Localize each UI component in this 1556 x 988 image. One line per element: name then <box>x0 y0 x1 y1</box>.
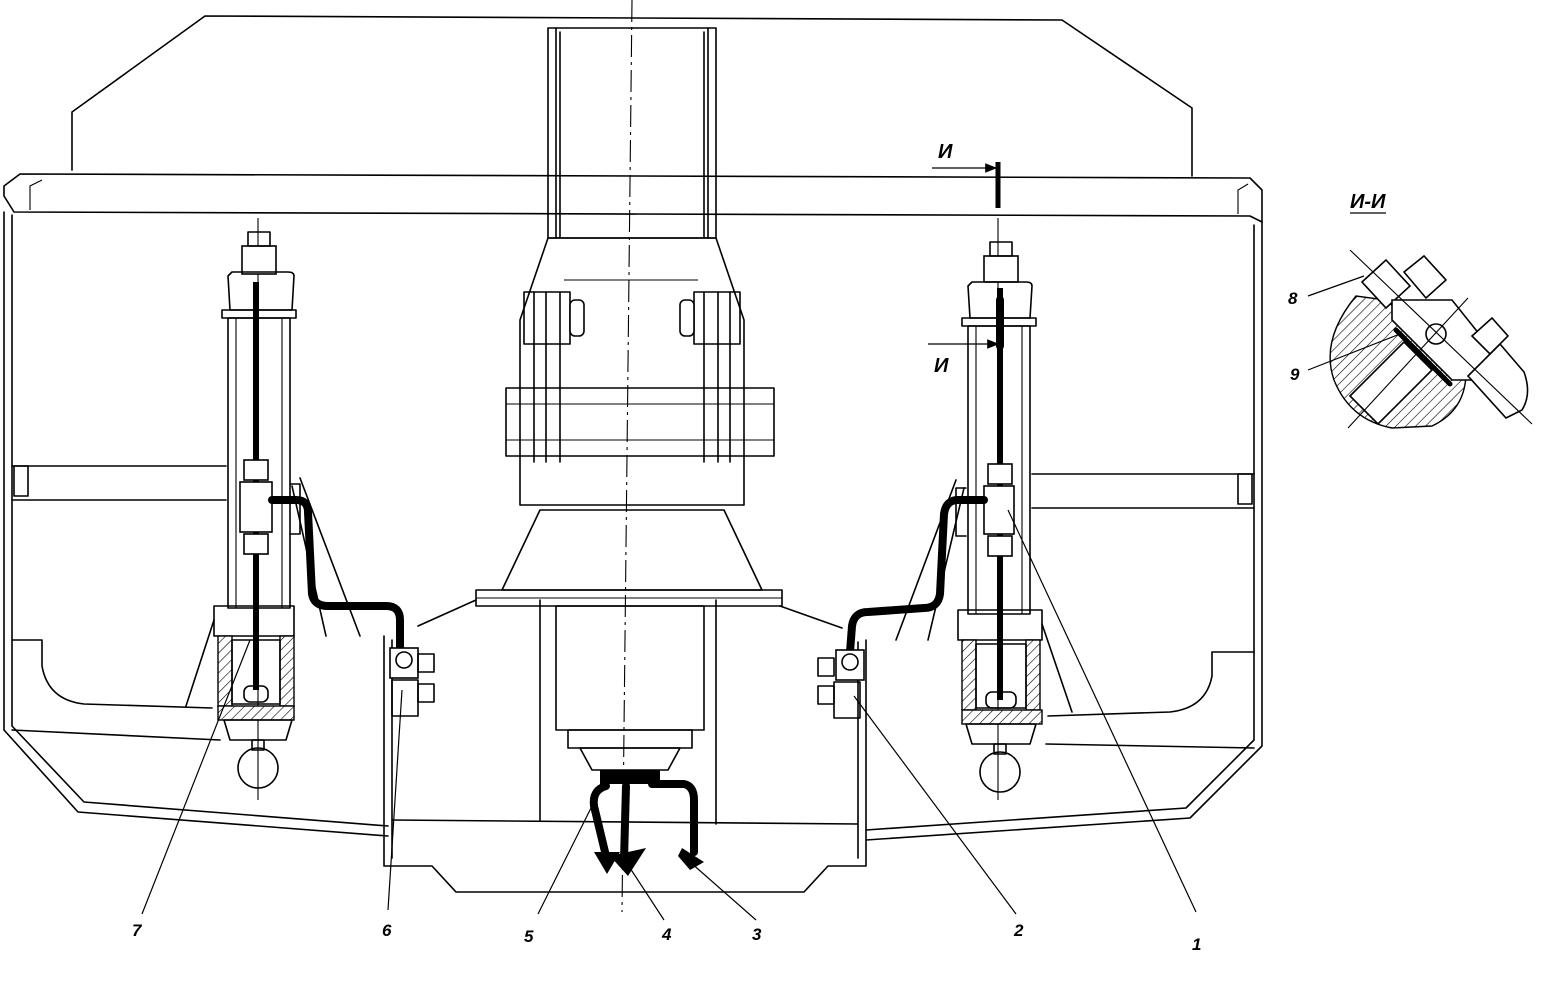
callout-8: 8 <box>1288 289 1298 308</box>
callout-9: 9 <box>1290 365 1300 384</box>
callout-5: 5 <box>524 927 534 946</box>
left-valve-block <box>389 599 843 717</box>
section-title: И-И <box>1350 191 1386 213</box>
callout-2: 2 <box>1013 921 1024 940</box>
section-view <box>1329 249 1533 429</box>
callout-4: 4 <box>661 925 672 944</box>
center-line <box>621 0 633 913</box>
right-cylinder-assembly <box>846 218 1073 800</box>
machine-frame <box>3 15 1263 893</box>
callout-7: 7 <box>132 921 143 940</box>
section-marker-top: И <box>938 141 953 163</box>
section-mark <box>928 162 1001 349</box>
right-valve-block <box>817 649 865 719</box>
callout-1: 1 <box>1192 935 1201 954</box>
outlet-pipes <box>589 780 704 876</box>
leader-lines <box>141 275 1401 921</box>
callout-3: 3 <box>752 925 762 944</box>
left-cylinder-assembly <box>185 218 404 800</box>
section-marker-bottom: И <box>934 355 949 377</box>
central-column <box>475 27 783 784</box>
callout-6: 6 <box>382 921 392 940</box>
